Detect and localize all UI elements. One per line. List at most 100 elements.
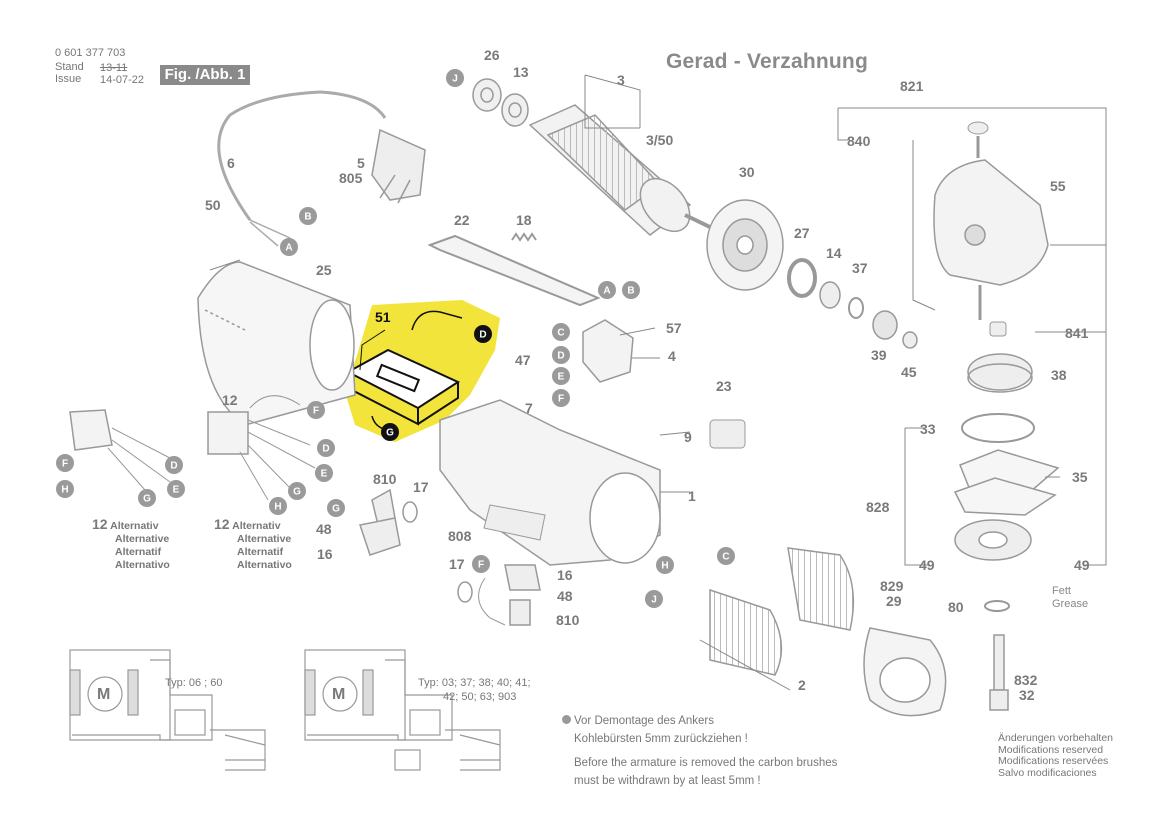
switch-module-51[interactable] [345,310,463,431]
bullet-icon [562,715,571,724]
svg-text:J: J [452,74,458,85]
disassembly-note: Vor Demontage des Ankers Kohlebürsten 5m… [562,712,837,790]
part-label: 55 [1050,178,1066,194]
callout-bubble: C [717,547,735,565]
svg-text:G: G [332,504,340,515]
note-de-2: Kohlebürsten 5mm zurückziehen ! [574,733,748,745]
part-label: 829 [880,578,904,594]
modifications-line: Modifications reservées [998,755,1109,767]
leader-lines [209,74,1107,691]
part-label-51: 51 [375,309,391,325]
callout-bubble: E [552,367,570,385]
svg-text:B: B [627,286,634,297]
gear-housing [933,159,1049,286]
issue-label: Issue [55,73,82,85]
part-label: 805 [339,170,363,186]
part-label: 35 [1072,469,1088,485]
part-label: 17 [449,556,465,572]
svg-text:D: D [322,444,329,455]
figure-label: Fig. /Abb. 1 [160,65,250,85]
svg-text:C: C [722,552,729,563]
motor-housing-25 [197,261,356,426]
callout-bubble: E [315,464,333,482]
callout-bubble: F [472,555,490,573]
part-label: 828 [866,499,890,515]
part-label: 27 [794,225,810,241]
svg-text:D: D [479,330,486,341]
part-label: 14 [826,245,842,261]
bearing-26 [472,78,502,112]
svg-text:E: E [558,372,565,383]
field-coil-1 [787,547,855,631]
nut-841 [989,321,1007,337]
alternativ-text: Alternativ [110,520,159,532]
alternativ-text: Alternativ [232,520,281,532]
svg-text:F: F [478,560,484,571]
part-label: 32 [1019,687,1035,703]
svg-text:J: J [651,595,657,606]
callout-bubble: H [269,497,287,515]
part-label: 47 [515,352,531,368]
svg-text:A: A [285,243,292,254]
svg-text:G: G [386,428,394,439]
issue-date: 14-07-22 [100,74,145,86]
electronic-module-12-right [207,395,316,501]
motor-symbol-left: M [97,686,110,703]
motor-symbol-right: M [332,686,345,703]
grease-en: Grease [1052,598,1089,610]
svg-text:D: D [557,351,564,362]
type-left: Typ: 06 ; 60 [165,677,222,689]
callout-bubble: G [138,489,156,507]
alternativ-right-number: 12 [214,516,230,532]
washer-37 [848,297,864,319]
switch-button-23 [709,419,746,449]
type-right-line2: 42; 50; 63; 903 [443,691,516,703]
modifications-notice: Änderungen vorbehalten Modifications res… [998,732,1113,779]
part-label: 48 [557,588,573,604]
part-label: 810 [373,471,397,487]
svg-text:D: D [170,461,177,472]
callout-bubble: F [307,401,325,419]
note-en-1: Before the armature is removed the carbo… [574,757,838,769]
bevel-gear-38 [967,353,1033,393]
part-label: 17 [413,479,429,495]
stand-date: 13-11 [100,62,128,74]
callout-bubble: D [317,439,335,457]
part-label: 22 [454,212,470,228]
svg-text:E: E [173,485,180,496]
switch-4 [582,319,634,383]
modifications-line: Modifications reserved [998,743,1104,756]
part-label: 3 [617,72,625,88]
part-label: 38 [1051,367,1067,383]
part-label: 808 [448,528,472,544]
power-cable [217,90,387,247]
cap-screw [967,121,989,158]
callout-bubble: H [56,480,74,498]
washer-80 [984,600,1010,612]
part-label: 57 [666,320,682,336]
grease-de: Fett [1052,585,1071,597]
alternativ-left-number: 12 [92,516,108,532]
switch-lever-22 [427,234,601,307]
part-label: 4 [668,348,676,364]
note-en-2: must be withdrawn by at least 5mm ! [574,775,761,787]
part-label: 840 [847,133,871,149]
wiring-diagram-left [69,649,266,771]
type-right-line1: Typ: 03; 37; 38; 40; 41; [418,677,531,689]
part-label: 1 [688,488,696,504]
electronic-module-12-left [69,409,171,491]
note-de-1: Vor Demontage des Ankers [574,715,714,727]
spring-18 [511,232,537,242]
alternativ-text: Alternative [115,533,170,545]
seal-33 [961,413,1035,443]
part-label: 821 [900,78,924,94]
part-label: 37 [852,260,868,276]
part-label: 16 [317,546,333,562]
fan-30 [706,199,784,291]
svg-text:G: G [293,487,301,498]
modifications-line: Salvo modificaciones [998,766,1097,779]
part-label: 810 [556,612,580,628]
